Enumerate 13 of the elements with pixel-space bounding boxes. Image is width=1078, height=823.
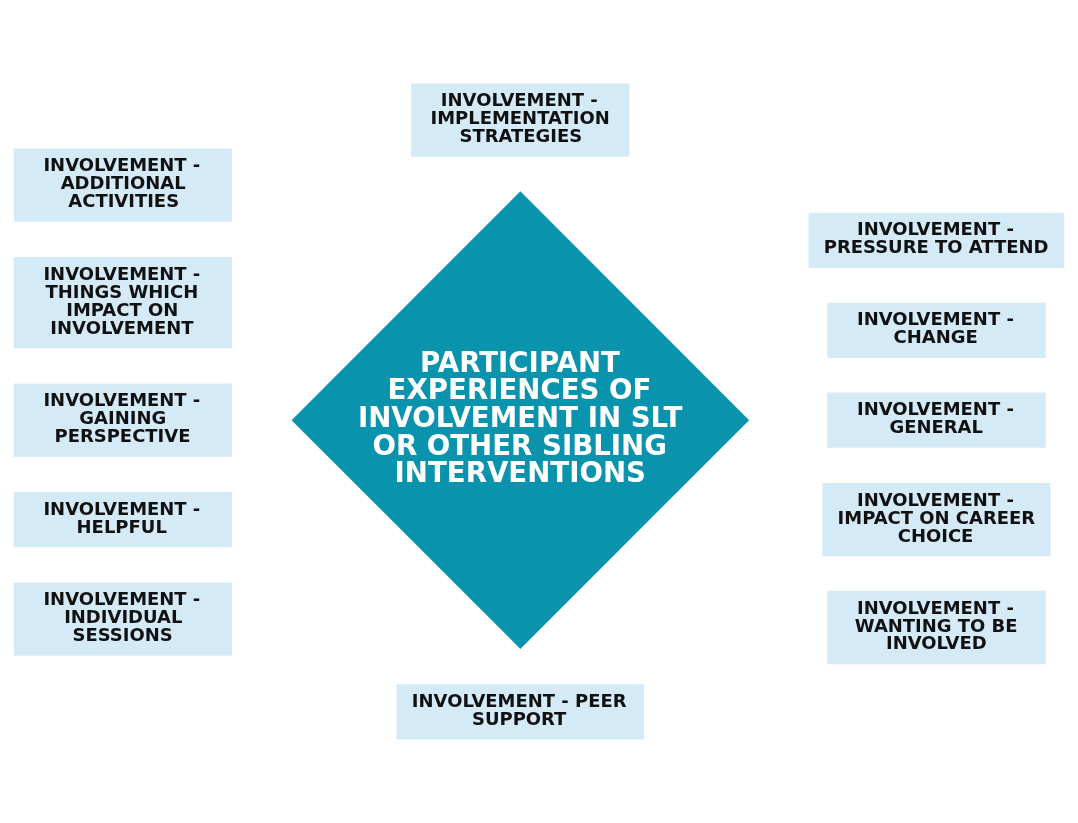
node-box: INVOLVEMENT - WANTING TO BE INVOLVED bbox=[827, 590, 1046, 665]
node-box: INVOLVEMENT - IMPLEMENTATION STRATEGIES bbox=[411, 83, 630, 157]
node-box: INVOLVEMENT - INDIVIDUAL SESSIONS bbox=[13, 582, 233, 656]
node-box: INVOLVEMENT - ADDITIONAL ACTIVITIES bbox=[13, 148, 233, 222]
node-box: INVOLVEMENT - GENERAL bbox=[827, 392, 1046, 448]
node-box: INVOLVEMENT - PEER SUPPORT bbox=[396, 684, 645, 740]
node-box: INVOLVEMENT - GAINING PERSPECTIVE bbox=[13, 383, 233, 457]
node-diamond: PARTICIPANT EXPERIENCES OF INVOLVEMENT IN SLT OR OTHER SIBLING INTERVENTIONS bbox=[291, 191, 750, 649]
node-box: INVOLVEMENT - HELPFUL bbox=[13, 492, 233, 548]
node-box: INVOLVEMENT - CHANGE bbox=[827, 302, 1046, 358]
node-box: INVOLVEMENT - IMPACT ON CAREER CHOICE bbox=[822, 483, 1051, 557]
node-box: INVOLVEMENT - THINGS WHICH IMPACT ON INVOLVEMENT bbox=[13, 257, 233, 349]
node-box: INVOLVEMENT - PRESSURE TO ATTEND bbox=[808, 212, 1065, 269]
